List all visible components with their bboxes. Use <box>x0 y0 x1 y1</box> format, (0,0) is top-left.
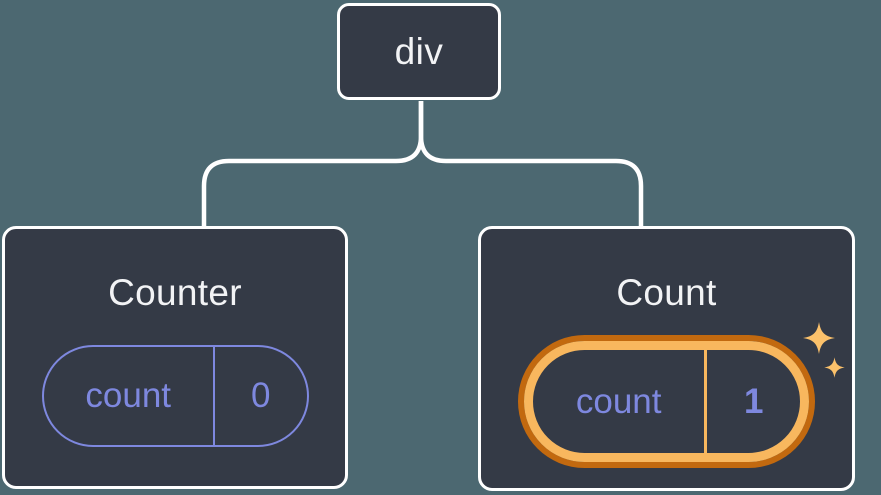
sparkle-icon <box>803 322 835 354</box>
component-title: Count <box>616 272 717 313</box>
connector-right-branch <box>418 101 644 227</box>
root-node-div: div <box>337 3 501 100</box>
state-key-label: count <box>85 376 172 415</box>
component-title: Counter <box>108 272 242 313</box>
pill-divider <box>212 347 215 445</box>
component-card-counter: Counter count 0 <box>2 226 348 489</box>
state-value: 0 <box>250 376 271 415</box>
sparkle-icon <box>824 357 845 378</box>
pill-divider <box>704 350 708 453</box>
root-node-label: div <box>394 30 444 72</box>
connector-left-branch <box>201 101 424 227</box>
state-pill: count 0 <box>41 345 309 447</box>
state-pill-highlighted: count 1 <box>524 341 809 462</box>
state-value: 1 <box>743 381 764 421</box>
state-key-label: count <box>575 381 662 421</box>
component-card-count: Count count 1 <box>478 226 855 491</box>
